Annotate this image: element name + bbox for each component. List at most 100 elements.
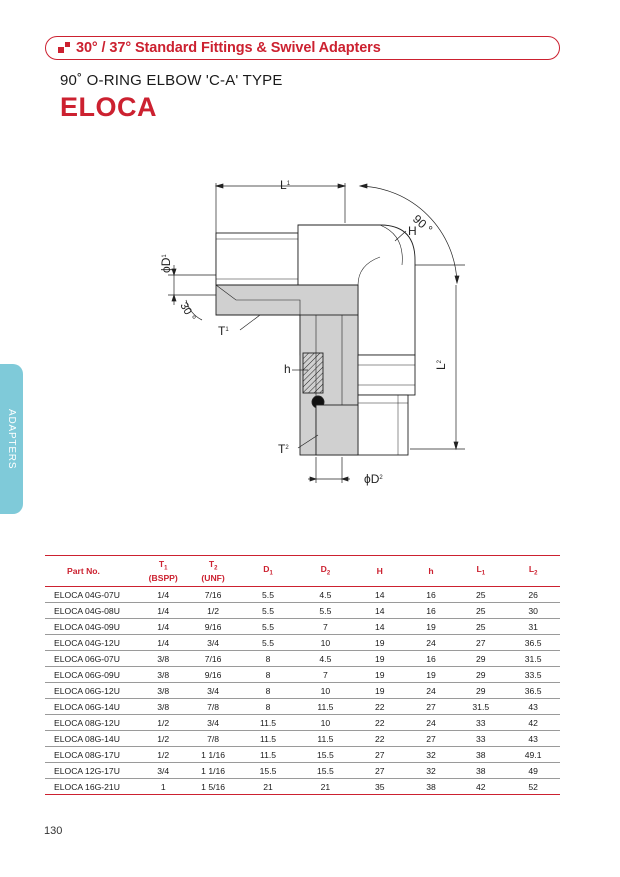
cell-part-no: ELOCA 08G-12U <box>45 714 139 731</box>
table-cell: 31.5 <box>455 698 507 715</box>
dimension-l2 <box>410 264 465 451</box>
table-cell: 42 <box>506 714 560 731</box>
label-h: H <box>408 224 417 238</box>
cell-part-no: ELOCA 06G-07U <box>45 650 139 667</box>
table-cell: 31 <box>506 618 560 635</box>
table-cell: 10 <box>298 634 353 651</box>
table-cell: 11.5 <box>237 746 299 763</box>
table-cell: 3/4 <box>188 714 238 731</box>
angle-arc-90 <box>358 183 460 285</box>
label-d1: ϕD1 <box>159 254 173 273</box>
table-cell: 38 <box>455 762 507 779</box>
table-cell: 19 <box>352 682 407 699</box>
table-cell: 1/2 <box>138 746 189 763</box>
table-cell: 3/8 <box>138 698 189 715</box>
table-cell: 52 <box>506 778 560 795</box>
table-cell: 5.5 <box>237 618 299 635</box>
cell-part-no: ELOCA 08G-14U <box>45 730 139 747</box>
table-cell: 22 <box>352 730 407 747</box>
table-header-row: Part No. T1(BSPP) T2(UNF) D1 D2 H h L1 L… <box>45 555 560 587</box>
col-part-no: Part No. <box>67 565 100 576</box>
table-cell: 4.5 <box>298 586 353 603</box>
table-cell: 1/2 <box>138 730 189 747</box>
table-cell: 5.5 <box>237 586 299 603</box>
table-cell: 9/16 <box>188 666 238 683</box>
dimension-d2 <box>308 457 350 483</box>
table-cell: 32 <box>406 762 456 779</box>
table-cell: 16 <box>406 650 456 667</box>
table-cell: 8 <box>237 666 299 683</box>
table-cell: 1 5/16 <box>188 778 238 795</box>
table-cell: 5.5 <box>237 602 299 619</box>
col-l1: L1 <box>476 564 486 577</box>
table-cell: 33.5 <box>506 666 560 683</box>
table-cell: 21 <box>237 778 299 795</box>
table-cell: 8 <box>237 650 299 667</box>
table-cell: 14 <box>352 618 407 635</box>
dimension-d1 <box>168 265 216 305</box>
table-cell: 5.5 <box>237 634 299 651</box>
table-cell: 1/4 <box>138 634 189 651</box>
table-cell: 1 1/16 <box>188 762 238 779</box>
table-cell: 1/2 <box>188 602 238 619</box>
table-cell: 15.5 <box>298 746 353 763</box>
table-cell: 5.5 <box>298 602 353 619</box>
label-d2: ϕD2 <box>364 472 383 486</box>
table-cell: 31.5 <box>506 650 560 667</box>
table-cell: 7/16 <box>188 586 238 603</box>
table-cell: 30 <box>506 602 560 619</box>
table-cell: 49 <box>506 762 560 779</box>
table-cell: 3/4 <box>138 762 189 779</box>
table-cell: 1/4 <box>138 586 189 603</box>
col-h: H <box>376 565 383 576</box>
table-cell: 8 <box>237 698 299 715</box>
table-cell: 1/2 <box>138 714 189 731</box>
table-cell: 3/4 <box>188 634 238 651</box>
table-cell: 11.5 <box>237 730 299 747</box>
table-cell: 16 <box>406 602 456 619</box>
page-number: 130 <box>44 825 63 837</box>
table-cell: 24 <box>406 714 456 731</box>
table-cell: 3/8 <box>138 682 189 699</box>
table-cell: 32 <box>406 746 456 763</box>
col-t1: T1(BSPP) <box>148 558 178 583</box>
table-cell: 1/4 <box>138 602 189 619</box>
cell-part-no: ELOCA 06G-14U <box>45 698 139 715</box>
table-cell: 1/4 <box>138 618 189 635</box>
table-cell: 22 <box>352 698 407 715</box>
spec-table: Part No. T1(BSPP) T2(UNF) D1 D2 H h L1 L… <box>45 555 560 795</box>
table-cell: 15.5 <box>298 762 353 779</box>
cell-part-no: ELOCA 04G-08U <box>45 602 139 619</box>
table-cell: 15.5 <box>237 762 299 779</box>
table-cell: 21 <box>298 778 353 795</box>
table-cell: 43 <box>506 730 560 747</box>
table-cell: 36.5 <box>506 634 560 651</box>
table-cell: 27 <box>352 746 407 763</box>
table-cell: 7/8 <box>188 698 238 715</box>
col-d2: D2 <box>320 564 331 577</box>
table-cell: 29 <box>455 650 507 667</box>
table-cell: 16 <box>406 586 456 603</box>
table-cell: 33 <box>455 730 507 747</box>
table-cell: 19 <box>406 618 456 635</box>
table-cell: 10 <box>298 714 353 731</box>
table-cell: 7 <box>298 666 353 683</box>
cell-part-no: ELOCA 06G-12U <box>45 682 139 699</box>
side-tab-adapters[interactable]: ADAPTERS <box>0 364 23 514</box>
table-cell: 25 <box>455 618 507 635</box>
label-l1: L1 <box>280 178 291 192</box>
table-cell: 29 <box>455 666 507 683</box>
table-cell: 1 1/16 <box>188 746 238 763</box>
table-cell: 29 <box>455 682 507 699</box>
product-subtitle: 90˚ O-RING ELBOW 'C-A' TYPE <box>60 72 283 89</box>
cell-part-no: ELOCA 04G-12U <box>45 634 139 651</box>
table-cell: 33 <box>455 714 507 731</box>
